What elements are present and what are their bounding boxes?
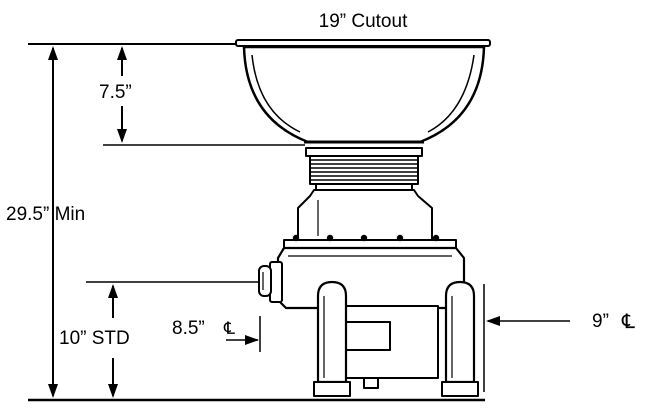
bolt bbox=[360, 234, 368, 242]
grinder-chamber bbox=[276, 246, 466, 310]
bowl-shading bbox=[251, 54, 301, 133]
bolt bbox=[292, 234, 300, 242]
inlet-nipple bbox=[258, 265, 272, 297]
dimension-labels: 19” Cutout 7.5” 29.5” Min 10” STD 8.5” ℄… bbox=[6, 11, 635, 349]
bowl-depth-label: 7.5” bbox=[99, 82, 132, 103]
bolt bbox=[396, 234, 404, 242]
overall-height-label: 29.5” Min bbox=[6, 204, 85, 225]
clamp-bolts bbox=[292, 234, 440, 242]
inlet-centerline-label: 8.5” bbox=[172, 318, 205, 339]
left-foot bbox=[313, 381, 351, 397]
arrow-bowl-top bbox=[117, 46, 127, 60]
disposer-illustration bbox=[235, 39, 491, 397]
dishwasher-inlet bbox=[258, 261, 283, 303]
arrow-bowl-bottom bbox=[117, 129, 127, 143]
arrowheads bbox=[48, 46, 500, 398]
side-centerline-label: 9” bbox=[592, 311, 609, 332]
inlet-centerline-symbol: ℄ bbox=[223, 319, 235, 338]
arrow-inlet-centerline bbox=[245, 335, 259, 345]
bowl-rim bbox=[235, 39, 491, 47]
cutout-label: 19” Cutout bbox=[319, 11, 408, 32]
arrow-overall-bottom bbox=[48, 384, 58, 398]
arrow-overall-top bbox=[48, 46, 58, 60]
drain-stub bbox=[363, 377, 379, 389]
mounting-gasket bbox=[309, 155, 419, 185]
left-leg bbox=[316, 280, 348, 384]
right-foot bbox=[441, 381, 479, 397]
bolt bbox=[432, 234, 440, 242]
motor-label-plate bbox=[345, 321, 391, 351]
right-leg bbox=[444, 280, 476, 384]
bolt bbox=[326, 234, 334, 242]
flange-neck bbox=[305, 147, 423, 157]
bowl-shading-right bbox=[427, 54, 475, 133]
sink-bowl bbox=[235, 39, 491, 144]
bowl-shell bbox=[242, 45, 486, 144]
side-centerline-symbol: ℄ bbox=[621, 311, 635, 333]
arrow-side-centerline bbox=[486, 316, 500, 326]
inlet-height-label: 10” STD bbox=[59, 328, 130, 349]
arrow-inlet-top bbox=[108, 284, 118, 298]
clamp-ring bbox=[283, 239, 457, 249]
arrow-inlet-bottom bbox=[108, 384, 118, 398]
